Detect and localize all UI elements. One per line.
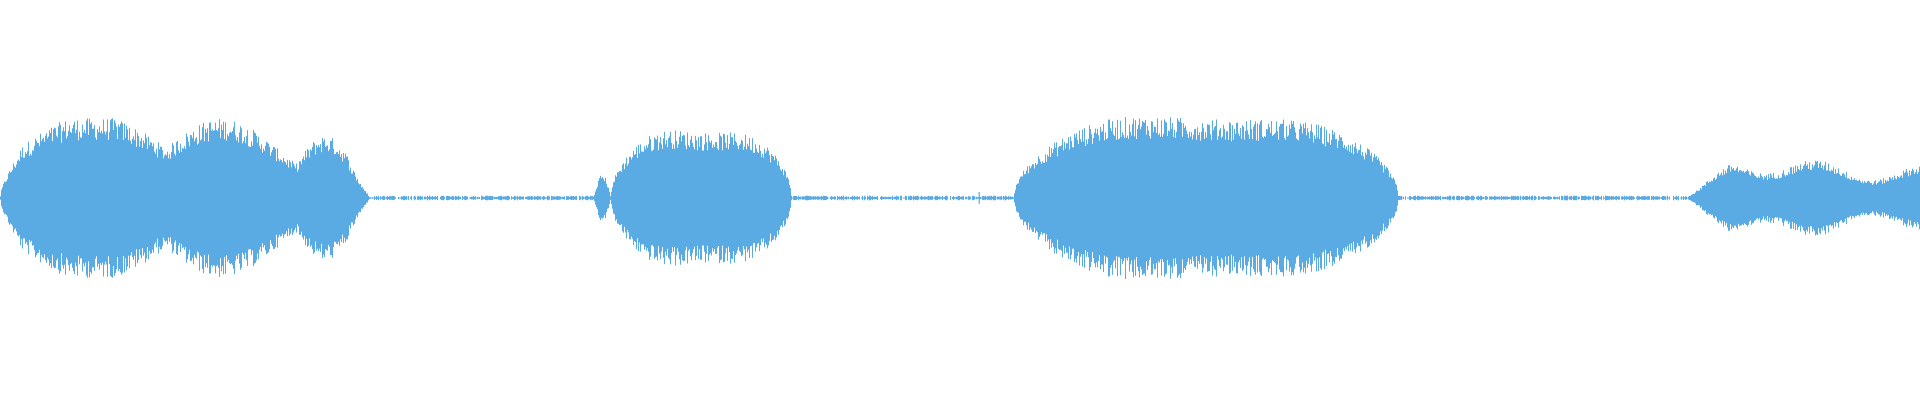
sound-segment-2[interactable]	[611, 120, 791, 276]
sound-segment-4[interactable]	[1686, 158, 1920, 238]
sound-segment-0[interactable]	[0, 118, 369, 278]
waveform-bars	[0, 104, 1920, 292]
waveform-samples	[0, 117, 1920, 279]
sound-segment-3[interactable]	[1014, 104, 1398, 292]
sound-segment-1[interactable]	[593, 174, 610, 222]
